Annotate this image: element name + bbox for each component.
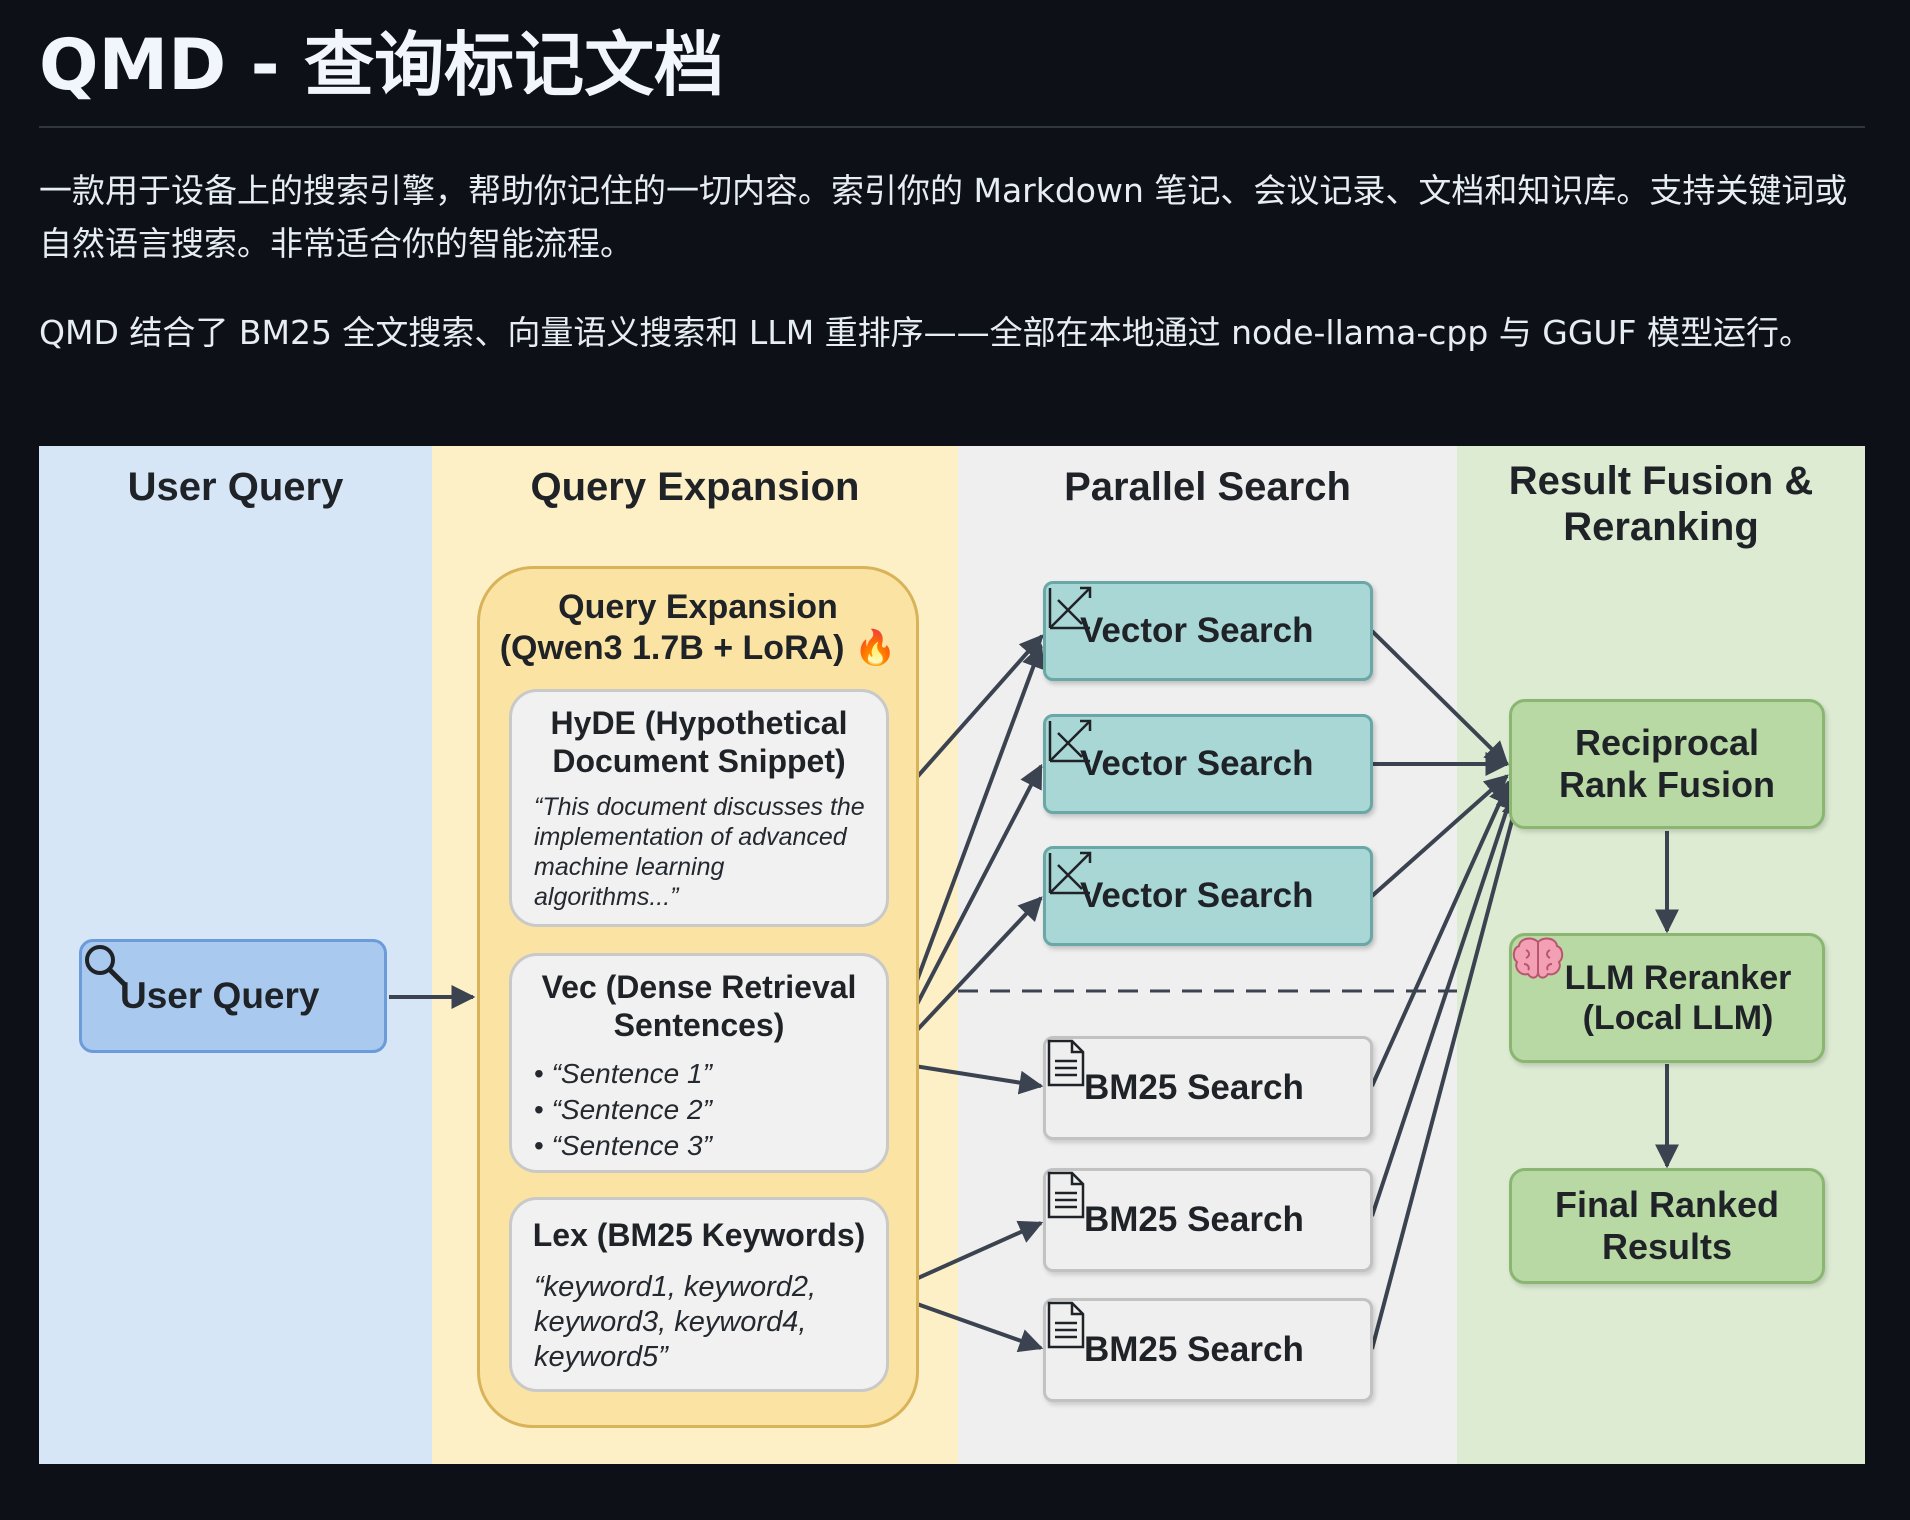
bm25-search-node: BM25 Search [1043,1298,1373,1402]
vec-node: Vec (Dense Retrieval Sentences) “Sentenc… [509,953,889,1173]
vec-title: Vec (Dense Retrieval Sentences) [512,968,886,1044]
column-title-fusion: Result Fusion & Reranking [1457,458,1865,550]
column-title-user-query: User Query [127,465,344,509]
bm25-search-label: BM25 Search [1084,1200,1304,1239]
llm-reranker-node: LLM Reranker (Local LLM) [1509,933,1825,1063]
bm25-search-node: BM25 Search [1043,1036,1373,1140]
query-expansion-title: Query Expansion (Qwen3 1.7B + LoRA) 🔥 [480,587,916,669]
description-paragraph: 一款用于设备上的搜索引擎，帮助你记住的一切内容。索引你的 Markdown 笔记… [39,171,1848,263]
vec-title-line2: Sentences) [613,1007,785,1043]
vec-title-line1: Vec (Dense Retrieval [541,969,857,1005]
bm25-search-label: BM25 Search [1084,1330,1304,1369]
arrow-bm25-3-to-rrf [1370,791,1526,1350]
rrf-line1: Reciprocal [1574,722,1760,763]
user-query-node-label: User Query [120,975,320,1016]
final-line1: Final Ranked [1554,1184,1780,1225]
vec-sentence-item: “Sentence 1” [534,1056,712,1092]
hyde-title-line2: Document Snippet) [552,743,846,779]
lex-node: Lex (BM25 Keywords) “keyword1, keyword2,… [509,1197,889,1392]
lex-body: “keyword1, keyword2, keyword3, keyword4,… [534,1271,817,1373]
arrow-bm25-1-to-rrf [1370,779,1512,1087]
vec-sentence-item: “Sentence 3” [534,1128,712,1164]
hyde-node: HyDE (Hypothetical Document Snippet) “Th… [509,689,889,927]
column-title-parallel-search: Parallel Search [1064,465,1351,509]
title-divider [39,126,1865,128]
vector-search-node: Vector Search [1043,581,1373,681]
summary-paragraph: QMD 结合了 BM25 全文搜索、向量语义搜索和 LLM 重排序——全部在本地… [39,313,1813,352]
reranker-line2: (Local LLM) [1582,999,1774,1037]
lex-title: Lex (BM25 Keywords) [532,1217,866,1253]
vector-search-label: Vector Search [1080,876,1314,915]
arrow-vector-1-to-rrf [1370,629,1509,766]
rrf-line2: Rank Fusion [1558,764,1776,805]
vector-search-node: Vector Search [1043,714,1373,814]
column-title-fusion-line1: Result Fusion & [1508,459,1814,503]
reranker-line1: LLM Reranker [1564,959,1792,997]
final-line2: Results [1601,1226,1733,1267]
vec-sentence-list: “Sentence 1” “Sentence 2” “Sentence 3” [534,1056,712,1164]
user-query-node: User Query [79,939,387,1053]
query-expansion-title-line2: (Qwen3 1.7B + LoRA) 🔥 [499,629,897,667]
column-title-fusion-line2: Reranking [1563,505,1759,549]
bm25-search-node: BM25 Search [1043,1168,1373,1272]
column-title-query-expansion: Query Expansion [530,465,860,509]
architecture-diagram: User Query Query Expansion Parallel Sear… [39,446,1865,1464]
vector-search-label: Vector Search [1080,744,1314,783]
query-expansion-title-line1: Query Expansion [558,588,838,626]
arrow-bm25-2-to-rrf [1370,785,1519,1217]
vec-sentence-item: “Sentence 2” [534,1092,712,1128]
hyde-body: “This document discusses the implementat… [534,793,865,911]
hyde-title-line1: HyDE (Hypothetical [550,705,848,741]
vector-search-label: Vector Search [1080,611,1314,650]
bm25-search-label: BM25 Search [1084,1068,1304,1107]
final-ranked-results-node: Final Ranked Results [1509,1168,1825,1284]
vector-search-node: Vector Search [1043,846,1373,946]
arrow-vector-3-to-rrf [1370,774,1509,898]
hyde-title: HyDE (Hypothetical Document Snippet) [512,704,886,780]
page-title: QMD - 查询标记文档 [39,24,725,106]
reciprocal-rank-fusion-node: Reciprocal Rank Fusion [1509,699,1825,829]
